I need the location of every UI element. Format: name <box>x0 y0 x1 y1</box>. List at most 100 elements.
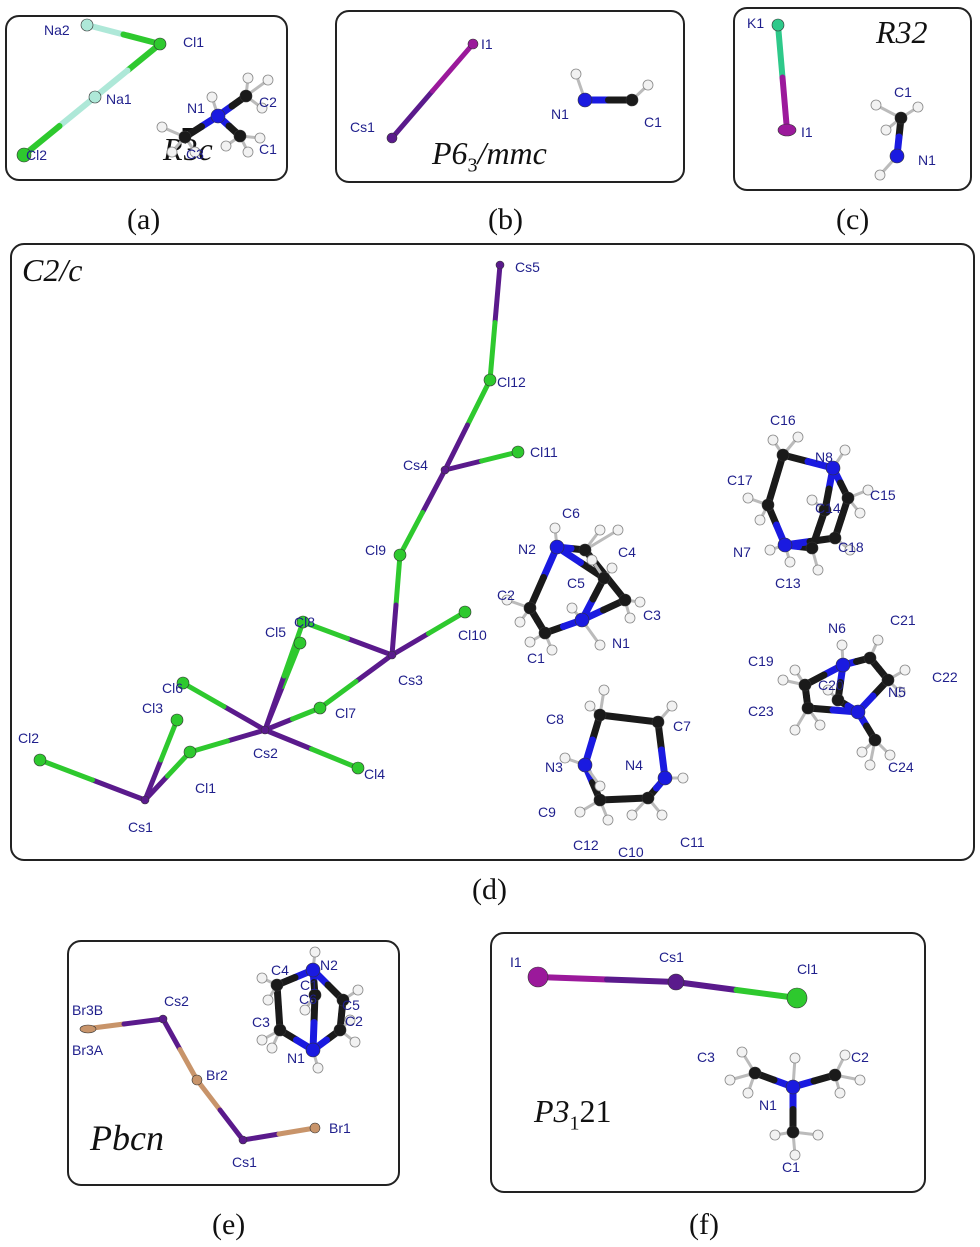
caption-d: (d) <box>472 873 507 906</box>
atom-label: Cs5 <box>515 259 540 275</box>
cesium-atom <box>387 650 397 660</box>
hydrogen-atom <box>514 616 526 628</box>
hydrogen-atom <box>166 146 178 158</box>
carbon-atom <box>841 491 855 505</box>
bond <box>775 22 786 81</box>
hydrogen-atom <box>856 746 868 758</box>
bond <box>604 976 679 985</box>
atom-label: N8 <box>815 449 833 465</box>
nitrogen-atom <box>549 539 565 555</box>
atom-label: C3 <box>252 1014 270 1030</box>
hydrogen-atom <box>894 686 906 698</box>
atom-label: N1 <box>551 106 569 122</box>
hydrogen-atom <box>872 634 884 646</box>
chlorine-atom <box>296 615 310 629</box>
hydrogen-atom <box>822 684 834 696</box>
hydrogen-atom <box>559 752 571 764</box>
atom-label: C2 <box>851 1049 869 1065</box>
bond <box>492 262 503 325</box>
atom-label: I1 <box>510 954 522 970</box>
nitrogen-atom <box>577 757 593 773</box>
atom-label: N3 <box>545 759 563 775</box>
atom-label: Cl1 <box>797 961 818 977</box>
carbon-atom <box>805 541 819 555</box>
hydrogen-atom <box>242 146 254 158</box>
atom-label: C3 <box>643 607 661 623</box>
carbon-atom <box>894 111 908 125</box>
hydrogen-atom <box>606 562 618 574</box>
bond <box>160 1016 183 1052</box>
atom-label: C12 <box>573 837 599 853</box>
atom-label: Cl10 <box>458 627 487 643</box>
atom-label: Cl8 <box>294 614 315 630</box>
bond <box>430 41 476 94</box>
sodium-atom <box>80 18 94 32</box>
hydrogen-atom <box>156 121 168 133</box>
bond <box>217 1107 246 1143</box>
bond <box>442 458 484 473</box>
atom-label: Cl12 <box>497 374 526 390</box>
bond <box>420 467 448 515</box>
nitrogen-atom <box>777 537 793 553</box>
hydrogen-atom <box>754 514 766 526</box>
caption-a: (a) <box>127 203 161 236</box>
atom-label: Cl4 <box>364 766 385 782</box>
hydrogen-atom <box>586 554 598 566</box>
carbon-atom <box>273 1023 287 1037</box>
atom-label: C2 <box>497 587 515 603</box>
bond <box>583 528 620 552</box>
bond <box>262 727 314 752</box>
carbon-atom <box>270 978 284 992</box>
bond <box>389 602 399 658</box>
atom-label: C14 <box>815 500 841 516</box>
atom-label: C16 <box>770 412 796 428</box>
hydrogen-atom <box>254 132 266 144</box>
potassium-atom <box>771 18 785 32</box>
chlorine-atom <box>483 373 497 387</box>
hydrogen-atom <box>839 444 851 456</box>
hydrogen-atom <box>349 1036 361 1048</box>
atom-label: Cl5 <box>265 624 286 640</box>
hydrogen-atom <box>602 814 614 826</box>
bond <box>225 727 268 744</box>
hydrogen-atom <box>666 700 678 712</box>
bond <box>281 619 306 679</box>
hydrogen-atom <box>594 780 606 792</box>
hydrogen-atom <box>220 140 232 152</box>
bond <box>90 777 148 803</box>
bond <box>397 510 425 558</box>
hydrogen-atom <box>814 719 826 731</box>
hydrogen-atom <box>549 522 561 534</box>
bond <box>426 609 468 636</box>
hydrogen-atom <box>736 1046 748 1058</box>
hydrogen-atom <box>864 759 876 771</box>
bond <box>309 746 361 771</box>
atom-label: Na1 <box>106 91 132 107</box>
atom-label: Cl9 <box>365 542 386 558</box>
space-group-b: P63/mmc <box>432 135 547 177</box>
atom-label: Cs1 <box>350 119 375 135</box>
hydrogen-atom <box>880 124 892 136</box>
carbon-atom <box>801 701 815 715</box>
carbon-atom <box>593 708 607 722</box>
atom-label: C1 <box>782 1159 800 1175</box>
hydrogen-atom <box>524 636 536 648</box>
hydrogen-atom <box>312 1062 324 1074</box>
hydrogen-atom <box>266 1042 278 1054</box>
bond <box>673 979 740 993</box>
iodine-atom <box>777 123 797 137</box>
carbon-atom <box>881 673 895 687</box>
carbon-atom <box>776 448 790 462</box>
atom-label: C9 <box>538 804 556 820</box>
atom-label: K1 <box>747 15 764 31</box>
chlorine-atom <box>170 713 184 727</box>
carbon-atom <box>828 1068 842 1082</box>
hydrogen-atom <box>677 772 689 784</box>
hydrogen-atom <box>742 492 754 504</box>
hydrogen-atom <box>634 596 646 608</box>
hydrogen-atom <box>899 664 911 676</box>
carbon-atom <box>828 531 842 545</box>
atom-label: N5 <box>888 684 906 700</box>
hydrogen-atom <box>566 602 578 614</box>
